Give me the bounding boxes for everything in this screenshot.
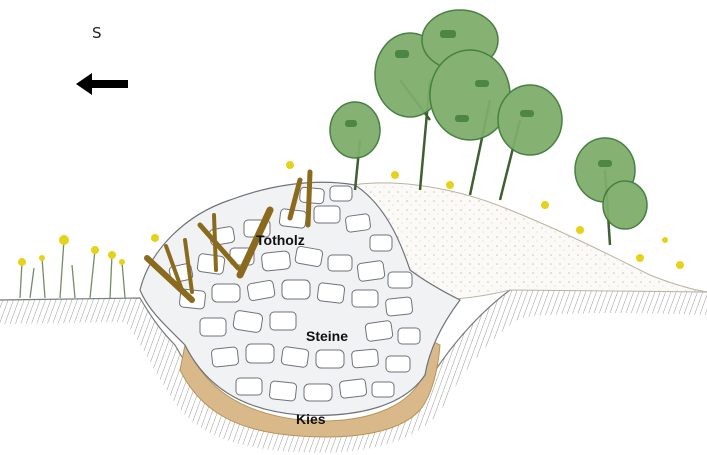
stones-label: Steine <box>306 328 348 344</box>
gravel-label: Kies <box>296 411 326 427</box>
arrow-left-icon <box>76 73 128 95</box>
deadwood-label: Totholz <box>256 232 305 248</box>
compass-label: S <box>92 24 102 42</box>
ground-plants-left <box>18 234 159 298</box>
